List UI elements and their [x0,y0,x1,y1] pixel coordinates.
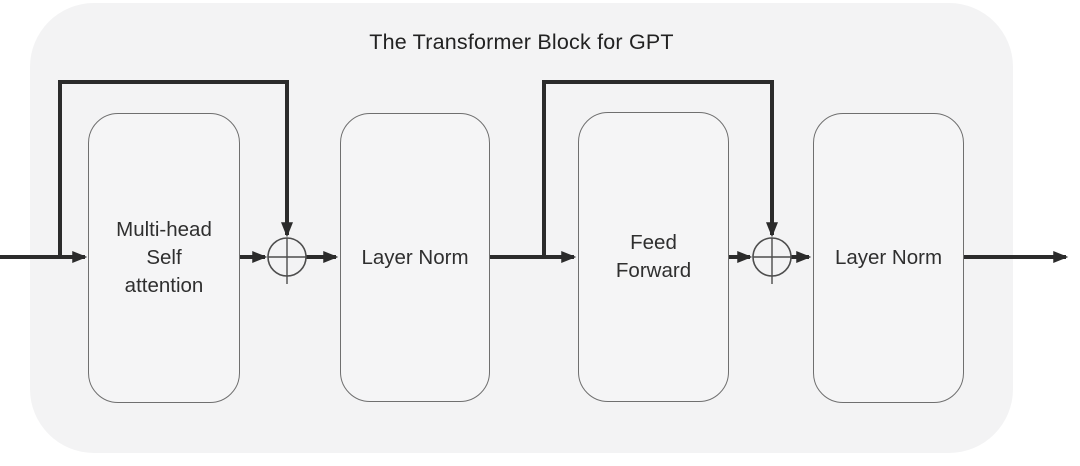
block-multi-head-self-attention: Multi-head Self attention [88,113,240,403]
block-feed-forward: Feed Forward [578,112,729,402]
block-label: Layer Norm [834,246,943,269]
block-layer-norm-2: Layer Norm [813,113,964,403]
block-label: Multi-head Self attention [116,218,212,297]
diagram-title: The Transformer Block for GPT [369,30,674,54]
block-label: Layer Norm [361,245,469,269]
block-layer-norm-1: Layer Norm [340,113,490,402]
block-label: Feed Forward [615,231,692,282]
